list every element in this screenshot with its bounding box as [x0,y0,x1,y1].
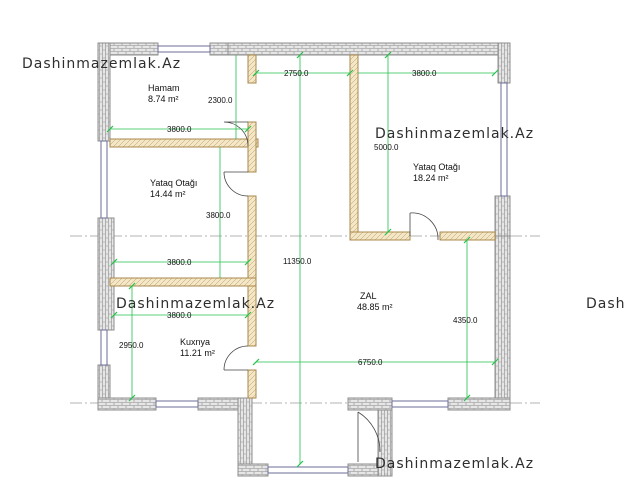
wall-top-right [227,42,511,56]
room-name-zal: ZAL [360,291,377,301]
room-area-bedroom-1: 14.44 m² [150,189,186,199]
wall-bottom-right [447,397,511,411]
dim-label-6750: 6750.0 [358,358,383,367]
dim-label-3800-bedroom: 3800.0 [206,211,231,220]
dimension-labels: 2750.0 3800.0 2300.0 3800.0 5000.0 3800.… [119,69,478,367]
dim-label-2950: 2950.0 [119,341,144,350]
door-entry [357,411,381,462]
dim-tick [110,311,118,319]
dim-tick [463,236,471,244]
watermark-center: Dashinmazemlak.Az [116,296,275,312]
room-name-bedroom-2: Yataq Otağı [413,162,460,172]
room-name-hamam: Hamam [148,83,180,93]
wall-right-mid [494,195,511,237]
dim-tick [244,258,252,266]
dim-tick [244,125,252,133]
dim-label-3800-mid: 3800.0 [167,258,192,267]
dim-label-3800-lower: 3800.0 [167,311,192,320]
window-right-1 [500,82,508,197]
dim-tick [252,358,260,366]
room-area-kitchen: 11.21 m² [180,348,215,358]
wall-entry-bottom-left [237,463,269,477]
room-name-kitchen: Kuxnya [180,337,210,347]
dim-label-2300: 2300.0 [208,96,233,105]
dimension-lines [110,55,495,464]
exterior-walls [97,42,511,477]
dim-tick [296,460,304,468]
watermarks: Dashinmazemlak.Az Dashinmazemlak.Az Dash… [22,56,625,472]
door-bedroom2 [409,212,439,241]
dim-tick [346,69,354,77]
window-bottom-1 [155,400,199,408]
dim-tick [384,51,392,59]
room-area-zal: 48.85 m² [357,302,393,312]
watermark-bottom: Dashinmazemlak.Az [375,456,534,472]
door-bedroom1 [223,171,249,197]
wall-bottom-mid [197,397,241,411]
door-kitchen [223,345,249,371]
dim-tick [244,311,252,319]
partition-center-vertical [247,195,257,347]
window-top-1 [157,45,211,53]
partition-bedroom2-bottom-left [349,231,411,241]
windows [100,45,508,474]
room-area-hamam: 8.74 m² [148,94,179,104]
dim-tick [491,69,499,77]
watermark-right-edge: Dash [586,296,625,312]
dim-label-3800-top-right: 3800.0 [412,69,437,78]
dim-label-11350: 11350.0 [283,257,312,266]
watermark-top-left: Dashinmazemlak.Az [22,56,181,72]
doors [223,121,439,462]
dim-label-5000: 5000.0 [374,143,399,152]
dim-tick [128,282,136,290]
wall-bottom-left [97,397,157,411]
dim-label-2750: 2750.0 [284,69,309,78]
window-bottom-2 [391,400,449,408]
partition-kitchen-top [109,277,257,287]
room-labels: Hamam 8.74 m² Yataq Otağı 14.44 m² Yataq… [148,83,460,358]
room-area-bedroom-2: 18.24 m² [413,173,449,183]
window-left-2 [100,329,108,366]
dim-label-3800-hamam: 3800.0 [167,125,192,134]
room-name-bedroom-1: Yataq Otağı [150,178,197,188]
partition-hamam-right [247,54,257,84]
wall-right-top [497,42,511,84]
dim-tick [128,394,136,402]
dim-tick [296,51,304,59]
dim-tick [252,69,260,77]
partition-kitchen-right-lower [247,369,257,399]
dim-tick [110,258,118,266]
wall-left-mid [97,217,115,331]
window-entry [267,466,349,474]
interior-partitions [109,54,496,399]
wall-top-mid [209,42,229,56]
partition-hamam-bottom [109,138,259,148]
watermark-upper-right: Dashinmazemlak.Az [375,126,534,142]
partition-bedroom2-left [349,54,359,241]
dim-tick [491,358,499,366]
dim-tick [384,228,392,236]
dim-tick [106,125,114,133]
partition-hamam-right-lower [247,121,257,173]
dimension-ticks [106,51,499,468]
wall-right-lower [494,235,511,411]
wall-entry-top [347,397,393,411]
dim-tick [463,394,471,402]
window-left-1 [100,140,108,219]
dim-label-4350: 4350.0 [453,316,478,325]
